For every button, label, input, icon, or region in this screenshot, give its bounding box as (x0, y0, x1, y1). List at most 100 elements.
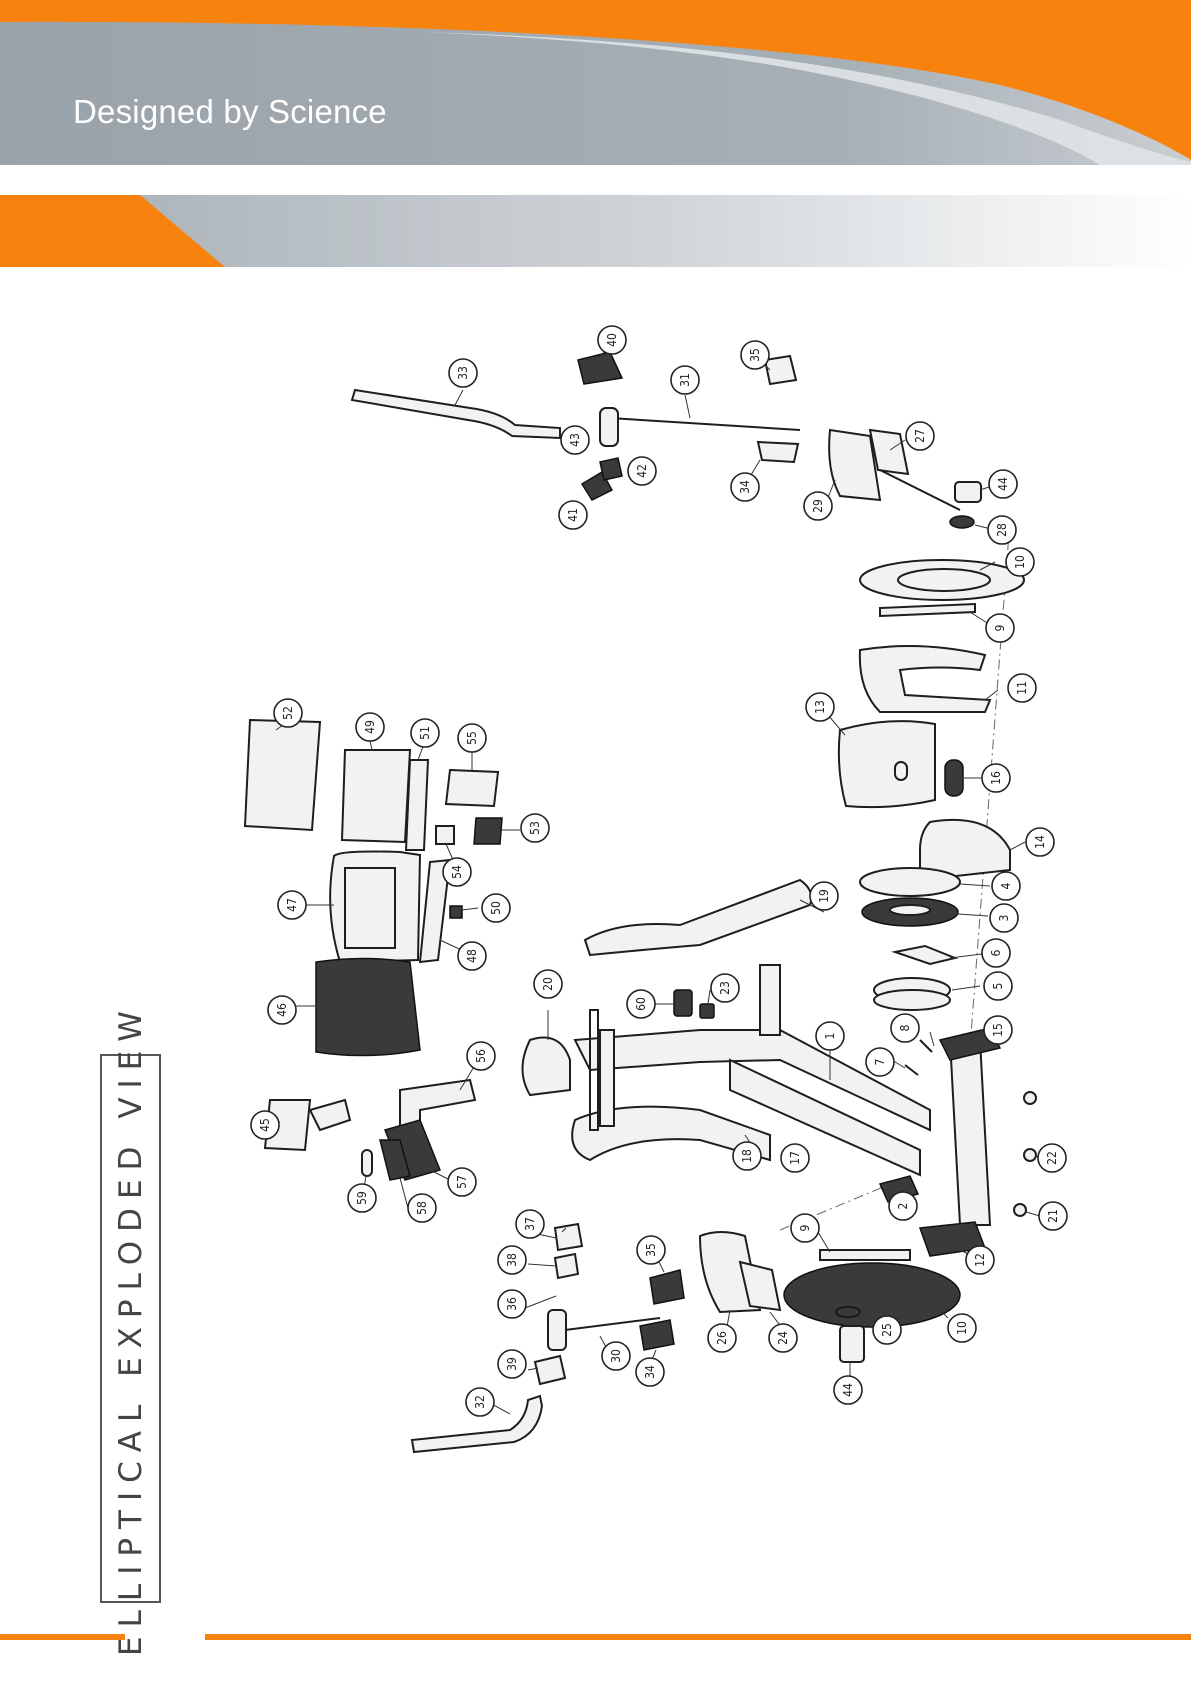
callout-number: 50 (489, 901, 503, 915)
callout-58: 58 (408, 1194, 436, 1222)
part-30-pivot (548, 1310, 566, 1350)
callout-16: 16 (982, 764, 1010, 792)
callout-number: 44 (841, 1383, 855, 1397)
part-8-screw (920, 1040, 932, 1052)
callout-37: 37 (516, 1210, 544, 1238)
callout-number: 38 (505, 1253, 519, 1267)
vertical-title-box: ELLIPTICAL EXPLODED VIEW (100, 1054, 161, 1603)
part-4-pulley (860, 868, 960, 896)
callout-number: 20 (541, 977, 555, 991)
part-33-upper-handlebar (352, 390, 560, 438)
callout-41: 41 (559, 501, 587, 529)
part-31-upper-arm (610, 418, 800, 430)
part-9-crank-lower (820, 1250, 910, 1260)
callout-11: 11 (1008, 674, 1036, 702)
callout-number: 15 (991, 1023, 1005, 1037)
part-13-cap (895, 762, 907, 780)
part-10-disc-lower (784, 1263, 960, 1327)
part-19-rear-cover (585, 880, 811, 955)
callout-number: 26 (715, 1331, 729, 1345)
callout-13: 13 (806, 693, 834, 721)
callout-number: 49 (363, 720, 377, 734)
callout-12: 12 (966, 1246, 994, 1274)
callout-36: 36 (498, 1290, 526, 1318)
callout-15: 15 (984, 1016, 1012, 1044)
callout-number: 21 (1046, 1209, 1060, 1223)
callout-number: 6 (989, 949, 1003, 956)
callout-33: 33 (449, 359, 477, 387)
callout-number: 23 (718, 981, 732, 995)
callout-number: 33 (456, 366, 470, 380)
part-55-board (446, 770, 498, 806)
part-22-foot-b (1024, 1092, 1036, 1104)
callout-21: 21 (1039, 1202, 1067, 1230)
part-54-module (436, 826, 454, 844)
part-31-pivot (600, 408, 618, 446)
callout-number: 14 (1033, 835, 1047, 849)
part-60-adapter (674, 990, 692, 1016)
callout-40: 40 (598, 326, 626, 354)
callout-39: 39 (498, 1350, 526, 1378)
callout-number: 54 (450, 865, 464, 879)
callout-number: 55 (465, 731, 479, 745)
callout-number: 32 (473, 1395, 487, 1409)
callout-number: 48 (465, 949, 479, 963)
callout-number: 34 (738, 480, 752, 494)
part-22-foot (1024, 1149, 1036, 1161)
callout-number: 36 (505, 1297, 519, 1311)
callout-number: 34 (643, 1365, 657, 1379)
callout-55: 55 (458, 724, 486, 752)
vertical-title: ELLIPTICAL EXPLODED VIEW (113, 1002, 149, 1656)
callout-19: 19 (810, 882, 838, 910)
callout-number: 9 (798, 1224, 812, 1231)
callout-number: 40 (605, 333, 619, 347)
callout-number: 1 (823, 1033, 837, 1040)
part-46-console-grille (316, 959, 420, 1056)
callout-number: 4 (999, 882, 1013, 889)
callout-3: 3 (990, 904, 1018, 932)
callout-38: 38 (498, 1246, 526, 1274)
part-9-crank-upper (880, 604, 975, 616)
callout-29: 29 (804, 492, 832, 520)
callout-number: 12 (973, 1253, 987, 1267)
callout-number: 51 (418, 726, 432, 740)
part-27-pedal-arm-upper (880, 470, 960, 510)
part-47-console-screen (345, 868, 395, 948)
part-25-washer (836, 1307, 860, 1317)
part-52-back-panel (245, 720, 320, 830)
callout-number: 25 (880, 1323, 894, 1337)
part-53-speaker (474, 818, 502, 844)
callout-number: 7 (873, 1059, 887, 1066)
callout-32: 32 (466, 1388, 494, 1416)
callout-number: 37 (523, 1217, 537, 1231)
callout-46: 46 (268, 996, 296, 1024)
callout-5: 5 (984, 972, 1012, 1000)
callout-57: 57 (448, 1168, 476, 1196)
callout-27: 27 (906, 422, 934, 450)
part-5-magnet-ring-base (874, 990, 950, 1010)
exploded-view-diagram: 1234567899101011121314151617181920212223… (0, 270, 1191, 1630)
callout-43: 43 (561, 426, 589, 454)
callout-26: 26 (708, 1324, 736, 1352)
part-35-bushing-lower (650, 1270, 684, 1304)
callout-number: 45 (258, 1118, 272, 1132)
callout-42: 42 (628, 457, 656, 485)
callout-2: 2 (889, 1192, 917, 1220)
subheader-banner (0, 195, 1191, 267)
part-38-cap (555, 1224, 582, 1250)
callout-51: 51 (411, 719, 439, 747)
callout-number: 9 (993, 624, 1007, 631)
callout-50: 50 (482, 894, 510, 922)
callout-number: 5 (991, 983, 1005, 990)
callout-number: 46 (275, 1003, 289, 1017)
callout-59: 59 (348, 1184, 376, 1212)
callout-10: 10 (948, 1314, 976, 1342)
callout-48: 48 (458, 942, 486, 970)
callout-28: 28 (988, 516, 1016, 544)
part-36-cap (555, 1254, 578, 1278)
part-51-keypad (406, 760, 428, 850)
callout-number: 19 (817, 889, 831, 903)
callout-number: 43 (568, 433, 582, 447)
callout-number: 24 (776, 1331, 790, 1345)
callout-56: 56 (467, 1042, 495, 1070)
